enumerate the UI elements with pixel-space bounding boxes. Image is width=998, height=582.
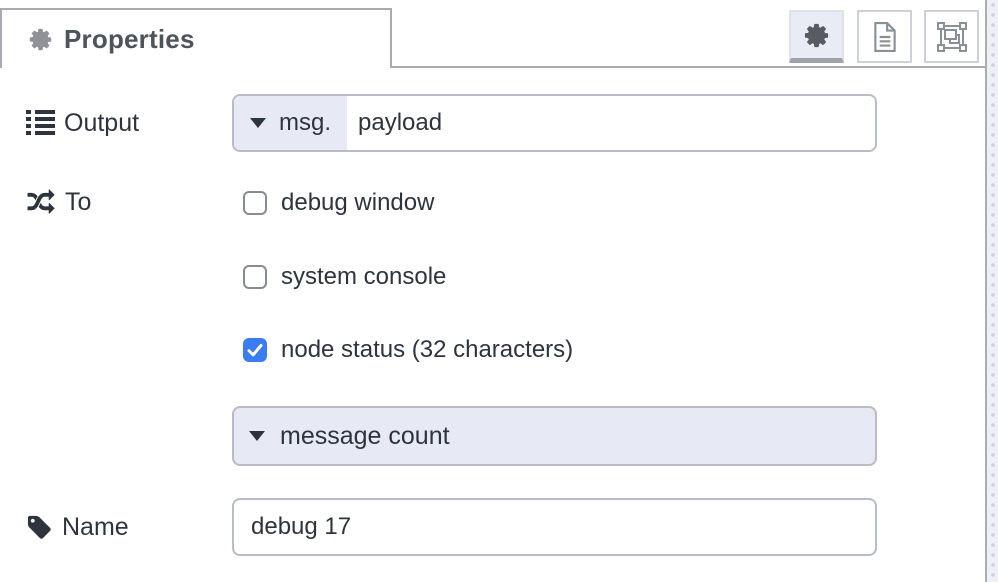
name-input[interactable] bbox=[232, 498, 877, 556]
appearance-frame-icon bbox=[936, 21, 967, 52]
gear-icon bbox=[804, 23, 829, 47]
typed-input-prefix: msg. bbox=[279, 109, 332, 136]
output-label-text: Output bbox=[64, 108, 140, 137]
tab-label: Properties bbox=[64, 23, 195, 54]
status-type-select[interactable]: message count bbox=[232, 406, 877, 466]
checkbox-label: debug window bbox=[281, 189, 435, 216]
tab-properties[interactable]: Properties bbox=[0, 8, 392, 68]
output-property-input[interactable] bbox=[347, 96, 875, 150]
status-type-value: message count bbox=[280, 421, 450, 450]
chevron-down-icon bbox=[249, 431, 265, 441]
check-icon bbox=[247, 344, 263, 357]
to-label-text: To bbox=[65, 187, 92, 216]
file-text-icon bbox=[873, 21, 896, 52]
checkbox-row-system-console[interactable]: system console bbox=[243, 263, 446, 291]
to-field-label: To bbox=[26, 185, 91, 219]
panel-right-border bbox=[985, 0, 987, 582]
properties-tab-button[interactable] bbox=[789, 10, 844, 63]
checkbox-node-status[interactable] bbox=[243, 338, 267, 362]
list-icon bbox=[26, 110, 55, 135]
typed-input-type-button[interactable]: msg. bbox=[234, 96, 347, 150]
workspace-grid-strip bbox=[987, 0, 998, 582]
header-divider bbox=[392, 66, 986, 68]
checkbox-system-console[interactable] bbox=[243, 265, 267, 289]
checkbox-label: system console bbox=[281, 263, 447, 290]
output-field-label: Output bbox=[26, 106, 139, 140]
description-tab-button[interactable] bbox=[857, 10, 912, 63]
checkbox-row-node-status[interactable]: node status (32 characters) bbox=[243, 336, 573, 364]
name-field-label: Name bbox=[26, 510, 129, 544]
shuffle-icon bbox=[27, 188, 55, 214]
chevron-down-icon bbox=[250, 118, 266, 128]
gear-icon bbox=[29, 28, 52, 50]
checkbox-row-debug-window[interactable]: debug window bbox=[243, 189, 434, 217]
output-typed-input: msg. bbox=[232, 94, 877, 152]
appearance-tab-button[interactable] bbox=[924, 10, 979, 63]
checkbox-debug-window[interactable] bbox=[243, 191, 267, 215]
checkbox-label: node status (32 characters) bbox=[281, 336, 574, 363]
tag-icon bbox=[27, 515, 51, 539]
name-label-text: Name bbox=[62, 512, 129, 541]
